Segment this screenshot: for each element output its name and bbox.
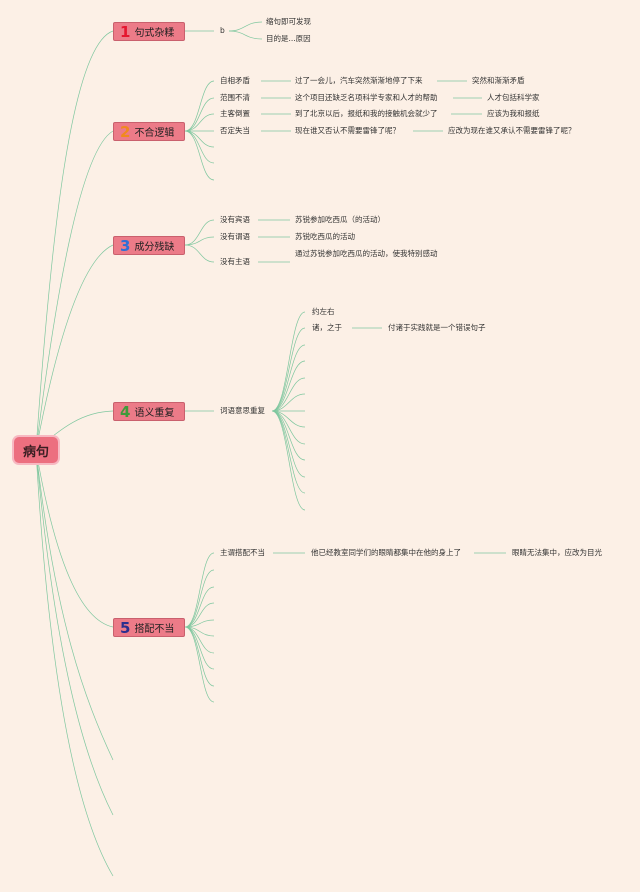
root-node[interactable]: 病句 (14, 437, 58, 463)
example-sentence[interactable]: 苏锐吃西瓜的活动 (295, 232, 355, 241)
link-root-empty-1 (35, 449, 114, 761)
note-text[interactable]: 眼睛无法集中，应改为目光 (512, 548, 602, 557)
branch-1-child[interactable]: 缩句即可发现 (266, 17, 311, 26)
example-sentence[interactable]: 现在谁又否认不需要雷锋了呢？ (295, 126, 400, 135)
example-sentence[interactable]: 这个项目还缺乏名项科学专家和人才的帮助 (295, 93, 438, 102)
branch-number: 4 (120, 402, 131, 421)
note-text[interactable]: 应改为现在谁又承认不需要雷锋了呢？ (448, 126, 576, 135)
topic-label[interactable]: 主客倒置 (220, 109, 250, 118)
branch-5-node[interactable]: 5 搭配不当 (113, 618, 185, 637)
branch-number: 5 (120, 618, 131, 637)
note-text[interactable]: 突然和渐渐矛盾 (472, 76, 525, 85)
link-root-5 (35, 449, 114, 628)
link-root-3 (35, 244, 114, 451)
branch-number: 3 (120, 236, 131, 255)
example-sentence[interactable]: 到了北京以后，报纸和我的接触机会就少了 (295, 109, 438, 118)
topic-label[interactable]: 诸，之于 (312, 323, 342, 332)
note-text[interactable]: 应该为我和报纸 (487, 109, 540, 118)
topic-label[interactable]: 否定失当 (220, 126, 250, 135)
branch-2-node[interactable]: 2 不合逻辑 (113, 122, 185, 141)
link-root-1 (35, 30, 114, 451)
branch-label: 语义重复 (134, 408, 175, 419)
link-root-2 (35, 130, 114, 451)
example-sentence[interactable]: 苏锐参加吃西瓜（的活动） (295, 215, 385, 224)
example-sentence[interactable]: 他已经教室同学们的眼睛都集中在他的身上了 (311, 548, 461, 557)
branch-number: 1 (120, 22, 131, 41)
topic-label[interactable]: 主谓搭配不当 (220, 548, 265, 557)
link-root-empty-3 (35, 449, 114, 877)
branch-label: 不合逻辑 (134, 128, 175, 139)
topic-label[interactable]: 范围不清 (220, 93, 250, 102)
branch-label: 搭配不当 (134, 624, 175, 635)
branch-3-node[interactable]: 3 成分残缺 (113, 236, 185, 255)
branch-4-sub[interactable]: 词语意思重复 (220, 406, 265, 415)
topic-label[interactable]: 约左右 (312, 307, 335, 316)
branch-label: 句式杂糅 (134, 28, 175, 39)
example-sentence[interactable]: 过了一会儿，汽车突然渐渐地停了下来 (295, 76, 423, 85)
branch-1-node[interactable]: 1 句式杂糅 (113, 22, 185, 41)
example-sentence[interactable]: 通过苏锐参加吃西瓜的活动，使我特别感动 (295, 249, 438, 258)
branch-label: 成分残缺 (134, 242, 175, 253)
branch-4-node[interactable]: 4 语义重复 (113, 402, 185, 421)
topic-label[interactable]: 没有宾语 (220, 215, 250, 224)
branch-1-child[interactable]: 目的是...原因 (266, 34, 311, 43)
branch-number: 2 (120, 122, 131, 141)
link-root-empty-2 (35, 449, 114, 816)
topic-label[interactable]: 没有主语 (220, 257, 250, 266)
note-text[interactable]: 付诸于实践就是一个错误句子 (388, 323, 486, 332)
note-text[interactable]: 人才包括科学家 (487, 93, 540, 102)
topic-label[interactable]: 自相矛盾 (220, 76, 250, 85)
topic-label[interactable]: 没有谓语 (220, 232, 250, 241)
branch-1-sub[interactable]: b (220, 26, 225, 35)
